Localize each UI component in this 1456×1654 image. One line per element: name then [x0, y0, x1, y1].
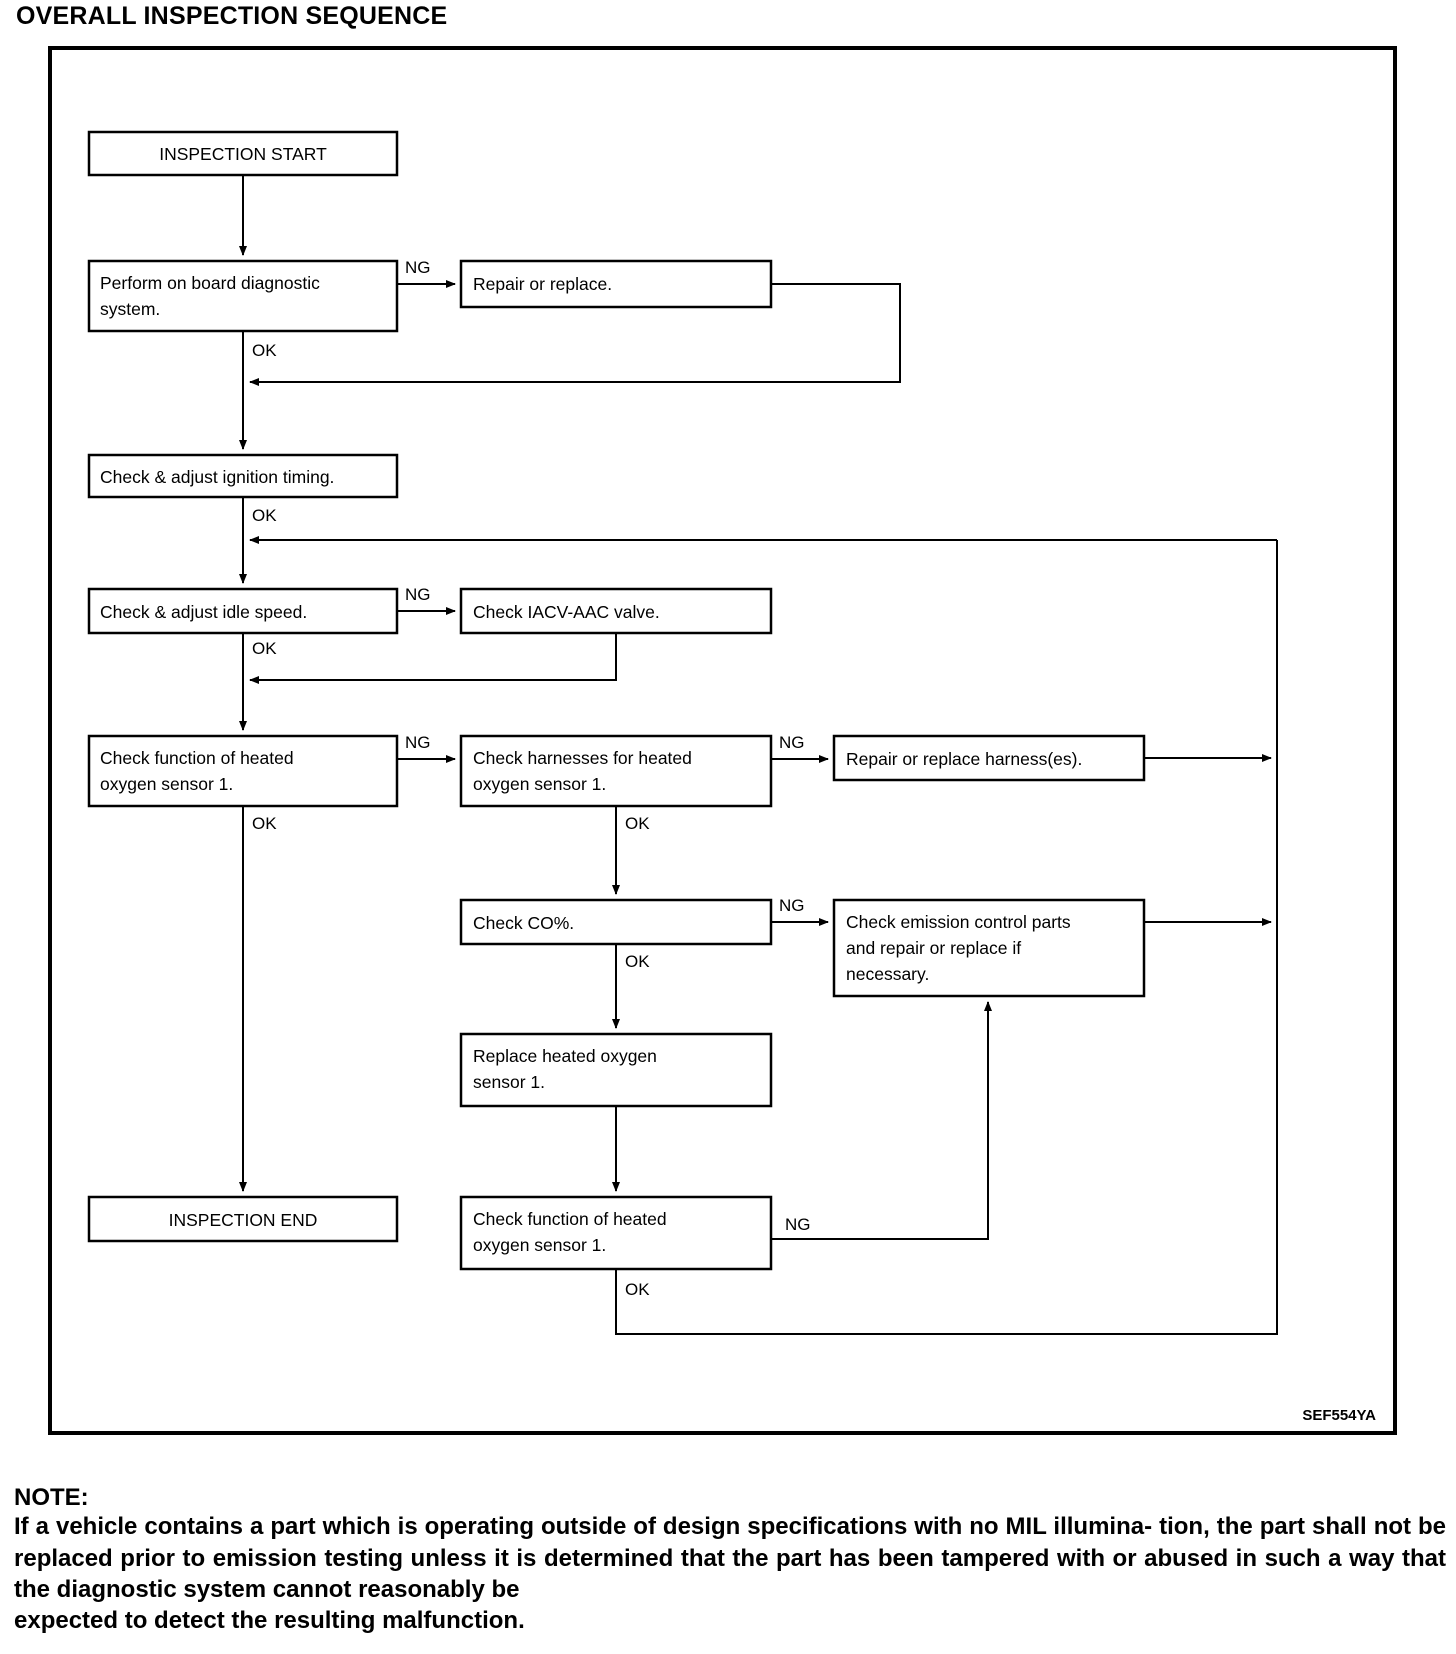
edge-recheck-ok-to-bus [615, 540, 1278, 1335]
node-check-function-ho2s-line2: oxygen sensor 1. [100, 774, 233, 794]
node-check-harnesses [459, 734, 773, 808]
note-line-4: expected to detect the resulting malfunc… [14, 1606, 525, 1634]
note-line-2: tion, the part shall not be replaced pri… [14, 1513, 1447, 1572]
inspection-sequence-flowchart: INSPECTION START Perform on board diagno… [0, 34, 1456, 1474]
edge-label-ok-co: OK [625, 952, 650, 971]
note-line-3: been tampered with or abused in such a w… [14, 1544, 1446, 1603]
node-check-co-label: Check CO%. [473, 913, 574, 933]
node-replace-ho2s-line1: Replace heated oxygen [473, 1046, 657, 1066]
edge-iacv-return [249, 633, 617, 684]
edge-recheck-ng-to-emission [771, 1001, 992, 1240]
edge-label-ok-idle: OK [252, 639, 277, 658]
node-check-emission [832, 898, 1146, 998]
node-check-emission-line1: Check emission control parts [846, 912, 1071, 932]
note-block: NOTE: If a vehicle contains a part which… [14, 1484, 1446, 1636]
node-inspection-end [87, 1195, 399, 1243]
node-check-idle-speed [87, 587, 399, 635]
node-check-function-ho2s [87, 734, 399, 808]
edge-label-ok-timing: OK [252, 506, 277, 525]
edge-label-ng-co: NG [779, 896, 805, 915]
edge-label-ng-ho2s-function: NG [405, 733, 431, 752]
node-check-emission-line2: and repair or replace if [846, 938, 1021, 958]
note-body: If a vehicle contains a part which is op… [14, 1511, 1446, 1636]
node-perform-obd-line2: system. [100, 299, 160, 319]
node-inspection-end-label: INSPECTION END [169, 1210, 318, 1230]
node-repair-or-replace [459, 259, 773, 309]
node-replace-ho2s [459, 1032, 773, 1108]
edge-label-ok-harness: OK [625, 814, 650, 833]
node-repair-or-replace-label: Repair or replace. [473, 274, 612, 294]
node-check-function-ho2s-2-line2: oxygen sensor 1. [473, 1235, 606, 1255]
node-replace-ho2s-line2: sensor 1. [473, 1072, 545, 1092]
page-title: OVERALL INSPECTION SEQUENCE [16, 2, 448, 30]
edge-repair-return [249, 283, 901, 386]
edge-label-ng-ho2s-recheck: NG [785, 1215, 811, 1234]
edge-label-ng-harness: NG [779, 733, 805, 752]
node-check-harnesses-line2: oxygen sensor 1. [473, 774, 606, 794]
node-check-ignition-timing-label: Check & adjust ignition timing. [100, 467, 334, 487]
node-check-co [459, 898, 773, 946]
node-check-function-ho2s-line1: Check function of heated [100, 748, 294, 768]
figure-border [48, 46, 1397, 1435]
edge-label-ok-ho2s-recheck: OK [625, 1280, 650, 1299]
node-check-idle-speed-label: Check & adjust idle speed. [100, 602, 307, 622]
node-check-ignition-timing [87, 453, 399, 499]
figure-code-label: SEF554YA [1302, 1407, 1376, 1424]
node-check-harnesses-line1: Check harnesses for heated [473, 748, 692, 768]
note-heading: NOTE: [14, 1484, 89, 1511]
node-check-function-ho2s-2 [459, 1195, 773, 1271]
note-line-1: If a vehicle contains a part which is op… [14, 1513, 1153, 1541]
edge-label-ok-ho2s-function: OK [252, 814, 277, 833]
node-repair-harness [832, 734, 1146, 782]
node-perform-obd-line1: Perform on board diagnostic [100, 273, 320, 293]
node-inspection-start-label: INSPECTION START [159, 144, 327, 164]
node-check-iacv-label: Check IACV-AAC valve. [473, 602, 660, 622]
node-repair-harness-label: Repair or replace harness(es). [846, 749, 1082, 769]
edge-label-ng-idle: NG [405, 585, 431, 604]
edge-label-ng-obd: NG [405, 258, 431, 277]
edge-label-ok-obd: OK [252, 341, 277, 360]
node-check-emission-line3: necessary. [846, 964, 929, 984]
node-check-function-ho2s-2-line1: Check function of heated [473, 1209, 667, 1229]
node-perform-obd [87, 259, 399, 333]
